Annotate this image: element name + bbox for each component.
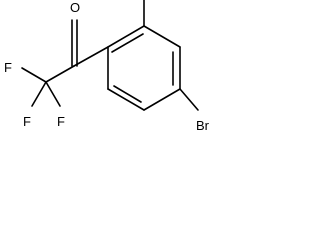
bond-c-f2 [31, 81, 47, 107]
atom-fluorine-2-label: F [23, 114, 31, 129]
ring-bond-5-6 [107, 88, 145, 111]
molecule-structure: O F F F Br [4, 0, 210, 133]
atom-fluorine-1-label: F [4, 60, 12, 75]
bond-c-f1 [21, 67, 47, 83]
ring-bond-1-2 [107, 25, 145, 48]
bond-carbonyl-to-cf3 [45, 65, 75, 83]
atom-oxygen-label: O [70, 0, 80, 15]
ring-inner-1 [111, 33, 144, 53]
atom-bromine-label: Br [196, 118, 210, 133]
ring-bond-4-5 [143, 88, 181, 111]
bond-c-f3 [45, 81, 61, 107]
atom-fluorine-3-label: F [57, 114, 65, 129]
bond-carbonyl-to-ring [73, 46, 109, 67]
ring-bond-2-3 [143, 25, 181, 48]
molecule-diagram: O F F F Br [0, 0, 227, 136]
bond-c-br [179, 88, 199, 111]
ring-inner-3 [113, 85, 142, 103]
